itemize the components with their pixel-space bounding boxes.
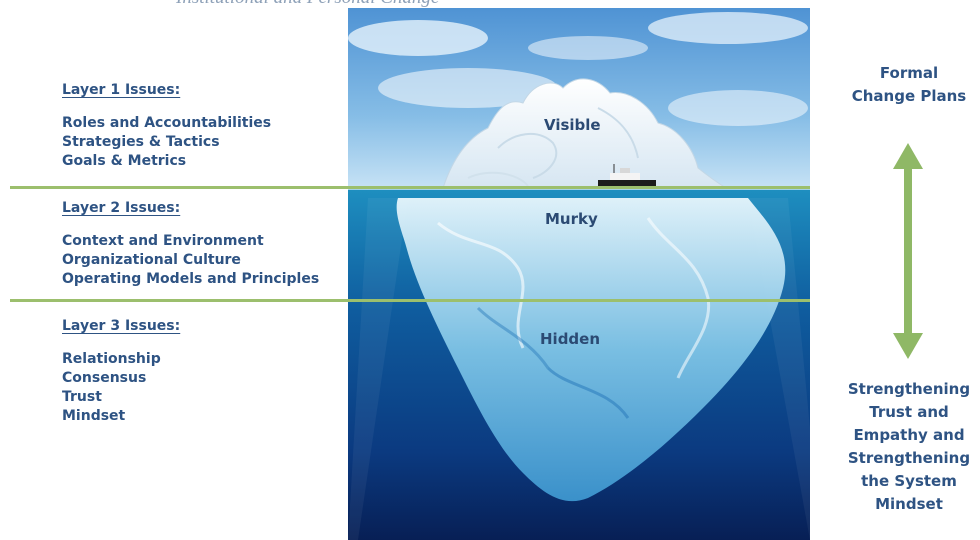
right-top-line: Formal bbox=[879, 64, 939, 82]
list-item: Organizational Culture bbox=[62, 252, 241, 268]
layer-divider-1 bbox=[10, 186, 810, 189]
list-item: Roles and Accountabilities bbox=[62, 115, 272, 131]
top-caption: Institutional and Personal Change bbox=[176, 0, 439, 9]
list-item: Mindset bbox=[62, 408, 126, 424]
list-item: Strategies & Tactics bbox=[62, 134, 220, 150]
list-item: Operating Models and Principles bbox=[62, 271, 320, 287]
right-bottom-line: Strengthening bbox=[847, 449, 971, 467]
list-item: Context and Environment bbox=[62, 233, 264, 249]
formal-change-plans-label: Formal Change Plans bbox=[824, 62, 980, 108]
layer-divider-2 bbox=[10, 299, 810, 302]
layer-3-title: Layer 3 Issues: bbox=[62, 318, 181, 334]
layer-3-list: Relationship Consensus Trust Mindset bbox=[62, 350, 161, 426]
right-bottom-line: the System bbox=[861, 472, 957, 490]
layer-1-list: Roles and Accountabilities Strategies & … bbox=[62, 114, 271, 171]
list-item: Goals & Metrics bbox=[62, 153, 187, 169]
list-item: Consensus bbox=[62, 370, 147, 386]
zone-label-murky: Murky bbox=[545, 210, 598, 228]
list-item: Trust bbox=[62, 389, 102, 405]
right-bottom-line: Mindset bbox=[875, 495, 943, 513]
strengthening-label: Strengthening Trust and Empathy and Stre… bbox=[824, 378, 980, 516]
zone-label-hidden: Hidden bbox=[540, 330, 601, 348]
layer-2-list: Context and Environment Organizational C… bbox=[62, 232, 319, 289]
layer-2-title: Layer 2 Issues: bbox=[62, 200, 181, 216]
iceberg-illustration bbox=[348, 8, 810, 540]
double-arrow-icon bbox=[893, 143, 923, 359]
layer-1-title: Layer 1 Issues: bbox=[62, 82, 181, 98]
right-bottom-line: Strengthening bbox=[847, 380, 971, 398]
right-top-line: Change Plans bbox=[851, 87, 967, 105]
zone-label-visible: Visible bbox=[544, 116, 601, 134]
list-item: Relationship bbox=[62, 351, 161, 367]
right-bottom-line: Trust and bbox=[869, 403, 949, 421]
right-bottom-line: Empathy and bbox=[853, 426, 965, 444]
